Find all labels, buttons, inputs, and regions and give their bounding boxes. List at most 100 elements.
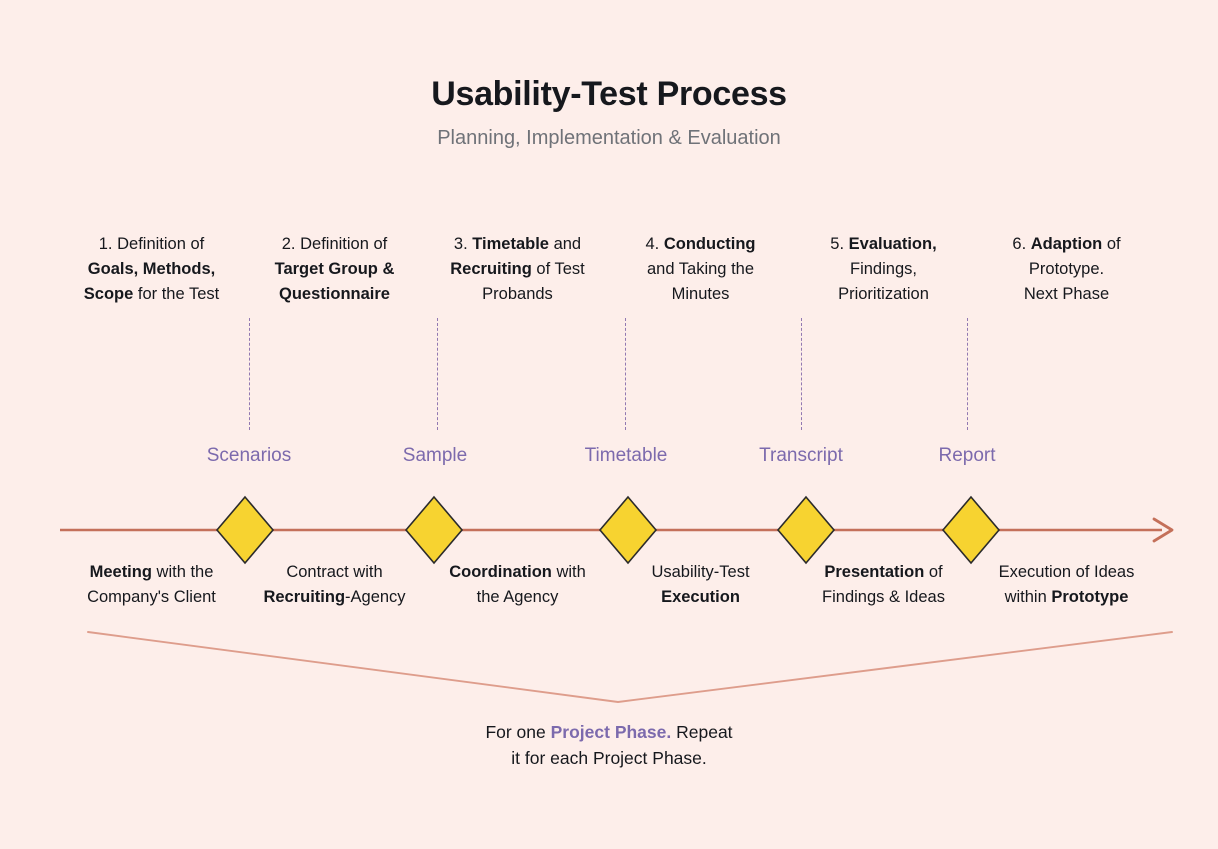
- plain-text: Definition of: [112, 235, 205, 253]
- step-line: Prototype.: [981, 257, 1152, 282]
- deliverable-line: Usability-Test: [613, 560, 788, 585]
- deliverable-line: Findings & Ideas: [796, 585, 971, 610]
- plain-text: of: [924, 563, 943, 581]
- plain-text: Execution of Ideas: [998, 563, 1135, 581]
- emphasis-text: Presentation: [824, 563, 925, 581]
- milestone-label-3: Timetable: [584, 445, 668, 466]
- step-number: 3.: [453, 235, 468, 253]
- milestone-diamond-1[interactable]: [215, 495, 275, 565]
- plain-text: Minutes: [671, 285, 730, 303]
- deliverable-line: Meeting with the: [64, 560, 239, 585]
- header: Usability-Test Process Planning, Impleme…: [0, 74, 1218, 150]
- footer-line-1: For one Project Phase. Repeat: [0, 719, 1218, 745]
- emphasis-text: Target Group &: [274, 260, 395, 278]
- plain-text: -Agency: [345, 588, 406, 606]
- step-line: Findings,: [798, 257, 969, 282]
- emphasis-text: Timetable: [472, 235, 549, 253]
- emphasis-text: Questionnaire: [279, 285, 390, 303]
- page-subtitle: Planning, Implementation & Evaluation: [437, 126, 781, 149]
- timeline-arrowhead-icon: [1152, 517, 1174, 543]
- milestone-label-2: Sample: [402, 445, 468, 466]
- plain-text: Usability-Test: [651, 563, 750, 581]
- step-line: Minutes: [615, 282, 786, 307]
- step-line: 4. Conducting: [615, 232, 786, 257]
- deliverable-6: Execution of Ideas within Prototype: [975, 560, 1158, 610]
- phase-divider-4: [801, 318, 802, 430]
- emphasis-text: Recruiting: [263, 588, 346, 606]
- deliverable-line: within Prototype: [979, 585, 1154, 610]
- step-line: Probands: [432, 282, 603, 307]
- deliverable-line: Presentation of: [796, 560, 971, 585]
- phase-divider-3: [625, 318, 626, 430]
- process-step-2: 2. Definition of Target Group & Questionna…: [243, 232, 426, 307]
- plain-text: Contract with: [286, 563, 383, 581]
- step-line: 3. Timetable and: [432, 232, 603, 257]
- emphasis-text: Recruiting: [450, 260, 532, 278]
- emphasis-text: Execution: [661, 588, 740, 606]
- plain-text: with the: [151, 563, 214, 581]
- emphasis-text: Scope: [83, 285, 134, 303]
- footer-caption: For one Project Phase. Repeat it for eac…: [0, 719, 1218, 771]
- plain-text: Definition of: [295, 235, 388, 253]
- plain-text: within: [1004, 588, 1052, 606]
- emphasis-text: Evaluation,: [848, 235, 937, 253]
- step-line: Prioritization: [798, 282, 969, 307]
- step-line: 6. Adaption of: [981, 232, 1152, 257]
- step-line: Recruiting of Test: [432, 257, 603, 282]
- plain-text: for the Test: [133, 285, 220, 303]
- deliverable-line: Recruiting-Agency: [247, 585, 422, 610]
- plain-text: Prioritization: [838, 285, 929, 303]
- plain-text: of: [1102, 235, 1121, 253]
- plain-text: Findings & Ideas: [822, 588, 945, 606]
- phase-divider-5: [967, 318, 968, 430]
- process-step-5: 5. Evaluation, Findings, Prioritization: [792, 232, 975, 307]
- step-number: 5.: [830, 235, 845, 253]
- footer-line-2: it for each Project Phase.: [511, 748, 707, 768]
- plain-text: the Agency: [476, 588, 559, 606]
- step-number: 4.: [645, 235, 660, 253]
- footer-text-post: Repeat: [671, 722, 733, 742]
- plain-text: Company's Client: [87, 588, 216, 606]
- deliverable-line: Execution: [613, 585, 788, 610]
- plain-text: and: [548, 235, 582, 253]
- emphasis-text: Goals, Methods,: [87, 260, 216, 278]
- plain-text: Probands: [482, 285, 553, 303]
- deliverable-line: Company's Client: [64, 585, 239, 610]
- step-line: 2. Definition of: [249, 232, 420, 257]
- phase-divider-1: [249, 318, 250, 430]
- milestone-diamond-5[interactable]: [941, 495, 1001, 565]
- deliverable-line: Execution of Ideas: [979, 560, 1154, 585]
- milestone-label-4: Transcript: [759, 445, 843, 466]
- step-line: Target Group &: [249, 257, 420, 282]
- milestone-diamond-2[interactable]: [404, 495, 464, 565]
- emphasis-text: Adaption: [1030, 235, 1103, 253]
- step-line: and Taking the: [615, 257, 786, 282]
- step-line: Next Phase: [981, 282, 1152, 307]
- step-line: Goals, Methods,: [66, 257, 237, 282]
- footer-accent-text: Project Phase.: [550, 722, 672, 742]
- emphasis-text: Conducting: [663, 235, 756, 253]
- milestone-label-5: Report: [938, 445, 996, 466]
- phase-divider-2: [437, 318, 438, 430]
- process-steps-row: 1. Definition of Goals, Methods, Scope for…: [60, 232, 1158, 307]
- step-line: 1. Definition of: [66, 232, 237, 257]
- milestone-diamond-4[interactable]: [776, 495, 836, 565]
- step-number: 2.: [281, 235, 296, 253]
- process-step-1: 1. Definition of Goals, Methods, Scope for…: [60, 232, 243, 307]
- step-number: 1.: [98, 235, 113, 253]
- plain-text: Findings,: [850, 260, 917, 278]
- step-number: 6.: [1012, 235, 1027, 253]
- milestone-diamond-3[interactable]: [598, 495, 658, 565]
- footer-text-pre: For one: [485, 722, 551, 742]
- plain-text: of Test: [531, 260, 585, 278]
- plain-text: with: [551, 563, 586, 581]
- plain-text: Prototype.: [1028, 260, 1105, 278]
- project-phase-bracket: [87, 631, 1173, 703]
